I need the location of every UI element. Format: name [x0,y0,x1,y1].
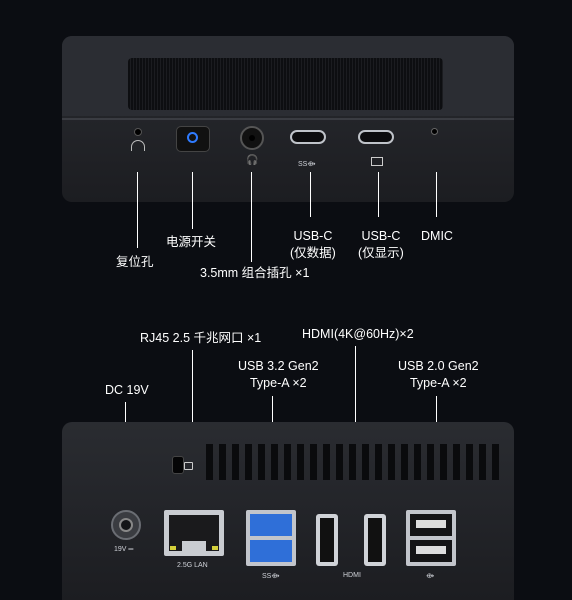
front-vent-grille [128,58,443,110]
power-leader [192,172,193,229]
dc-jack [111,510,141,540]
lan-led-left [170,546,176,550]
hdmi-port-2 [364,514,386,566]
usbc-display-label: USB-C(仅显示) [358,229,404,260]
power-icon [187,132,198,143]
monitor-icon [371,157,383,166]
lan-led-right [212,546,218,550]
reset-label: 复位孔 [116,255,154,269]
hdmi-label: HDMI(4K@60Hz)×2 [302,327,414,341]
hdmi-port-1 [316,514,338,566]
front-device [62,36,514,202]
usb20-port-bottom [410,540,452,562]
headset-icon: 🎧 [246,155,259,166]
usbc-data-port [290,130,326,144]
dmic-leader [436,172,437,217]
rj45-port [164,510,224,556]
dmic-hole [431,128,438,135]
ss-usb-icon: SS⟴ [298,161,316,168]
usb32-port-top [250,514,292,536]
audio-leader [251,172,252,262]
lan-mark: 2.5G LAN [177,562,208,569]
dmic-label: DMIC [421,229,453,243]
usbc-display-port [358,130,394,144]
rear-vent-grille [206,444,501,480]
ss-mark: SS⟴ [262,573,280,580]
usb32-port-bottom [250,540,292,562]
hdmi-leader-stem [355,346,356,442]
hdmi-mark: HDMI [343,572,361,579]
reset-hole [134,128,142,136]
reset-leader [137,172,138,248]
dc-mark: 19V ═ [114,546,134,553]
usb20-port-top [410,514,452,536]
audio-label: 3.5mm 组合插孔 ×1 [200,266,310,280]
front-seam [62,118,514,120]
audio-jack [240,126,264,150]
usbc-display-leader [378,172,379,217]
power-button[interactable] [176,126,210,152]
usb32-port-stack [246,510,296,566]
lock-slot [172,456,184,474]
rj45-label: RJ45 2.5 千兆网口 ×1 [140,331,262,345]
dc-label: DC 19V [105,383,149,397]
reset-icon [131,140,145,151]
usb20-port-stack [406,510,456,566]
power-label: 电源开关 [166,235,217,249]
usbc-data-label: USB-C(仅数据) [290,229,336,260]
lock-icon [184,462,193,470]
usb-mark: ⟴ [426,573,435,580]
usbc-data-leader [310,172,311,217]
